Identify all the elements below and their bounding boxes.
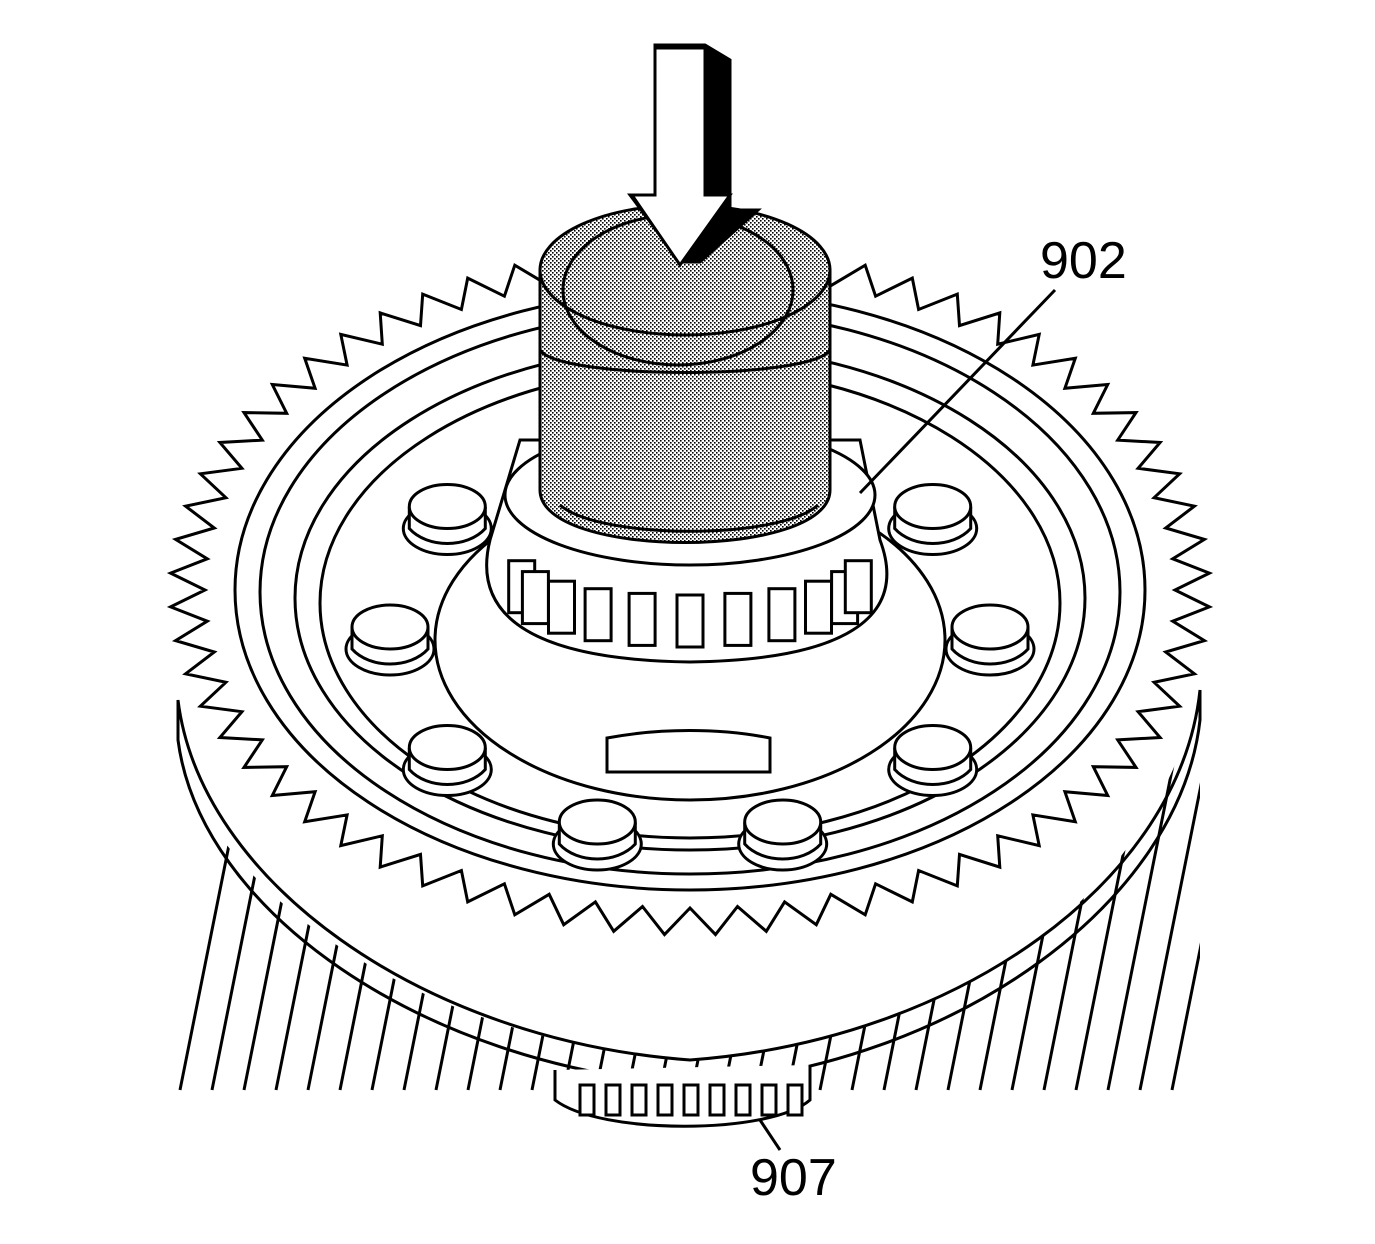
hub-tooth bbox=[682, 1083, 700, 1117]
leader-line-902 bbox=[858, 288, 1057, 495]
callout-902: 902 bbox=[1040, 232, 1127, 290]
hub-tooth bbox=[656, 1083, 674, 1117]
bolt bbox=[344, 603, 436, 677]
bolt bbox=[551, 798, 643, 872]
helical-tooth-line bbox=[1138, 739, 1200, 1091]
bolt bbox=[944, 603, 1036, 677]
bearing-roller bbox=[843, 559, 873, 615]
lower-hub bbox=[553, 1065, 812, 1128]
press-direction-arrow bbox=[627, 43, 762, 268]
bearing-roller bbox=[627, 591, 657, 647]
hub-tooth bbox=[578, 1083, 596, 1117]
bearing-installer-tool bbox=[538, 203, 832, 544]
leader-lines bbox=[758, 288, 1057, 1151]
leader-line-907 bbox=[758, 1119, 782, 1151]
bolt bbox=[887, 724, 979, 797]
hub-tooth bbox=[630, 1083, 648, 1117]
bolt bbox=[887, 483, 979, 556]
callout-907: 907 bbox=[750, 1149, 837, 1207]
helical-tooth-line bbox=[1236, 740, 1306, 1090]
bearing-roller bbox=[520, 570, 550, 626]
helical-gear-lower-body bbox=[176, 689, 1202, 1087]
helical-tooth-line bbox=[210, 739, 284, 1091]
bolt bbox=[401, 724, 493, 797]
hub-tooth bbox=[786, 1083, 804, 1117]
hub-tooth bbox=[734, 1083, 752, 1117]
bearing-roller bbox=[804, 579, 833, 635]
bearing-roller bbox=[723, 591, 753, 647]
bearing-roller bbox=[583, 587, 613, 643]
bearing-roller bbox=[675, 593, 705, 649]
bearing-roller bbox=[547, 579, 576, 635]
bearing-roller bbox=[767, 587, 797, 643]
hub-tooth bbox=[708, 1083, 726, 1117]
helical-tooth-line bbox=[1204, 740, 1274, 1090]
hub-tooth bbox=[604, 1083, 622, 1117]
bolt bbox=[401, 483, 493, 556]
helical-tooth-line bbox=[1106, 739, 1180, 1091]
bolt bbox=[737, 798, 829, 872]
hub-tooth bbox=[760, 1083, 778, 1117]
helical-tooth-line bbox=[1170, 739, 1200, 1091]
